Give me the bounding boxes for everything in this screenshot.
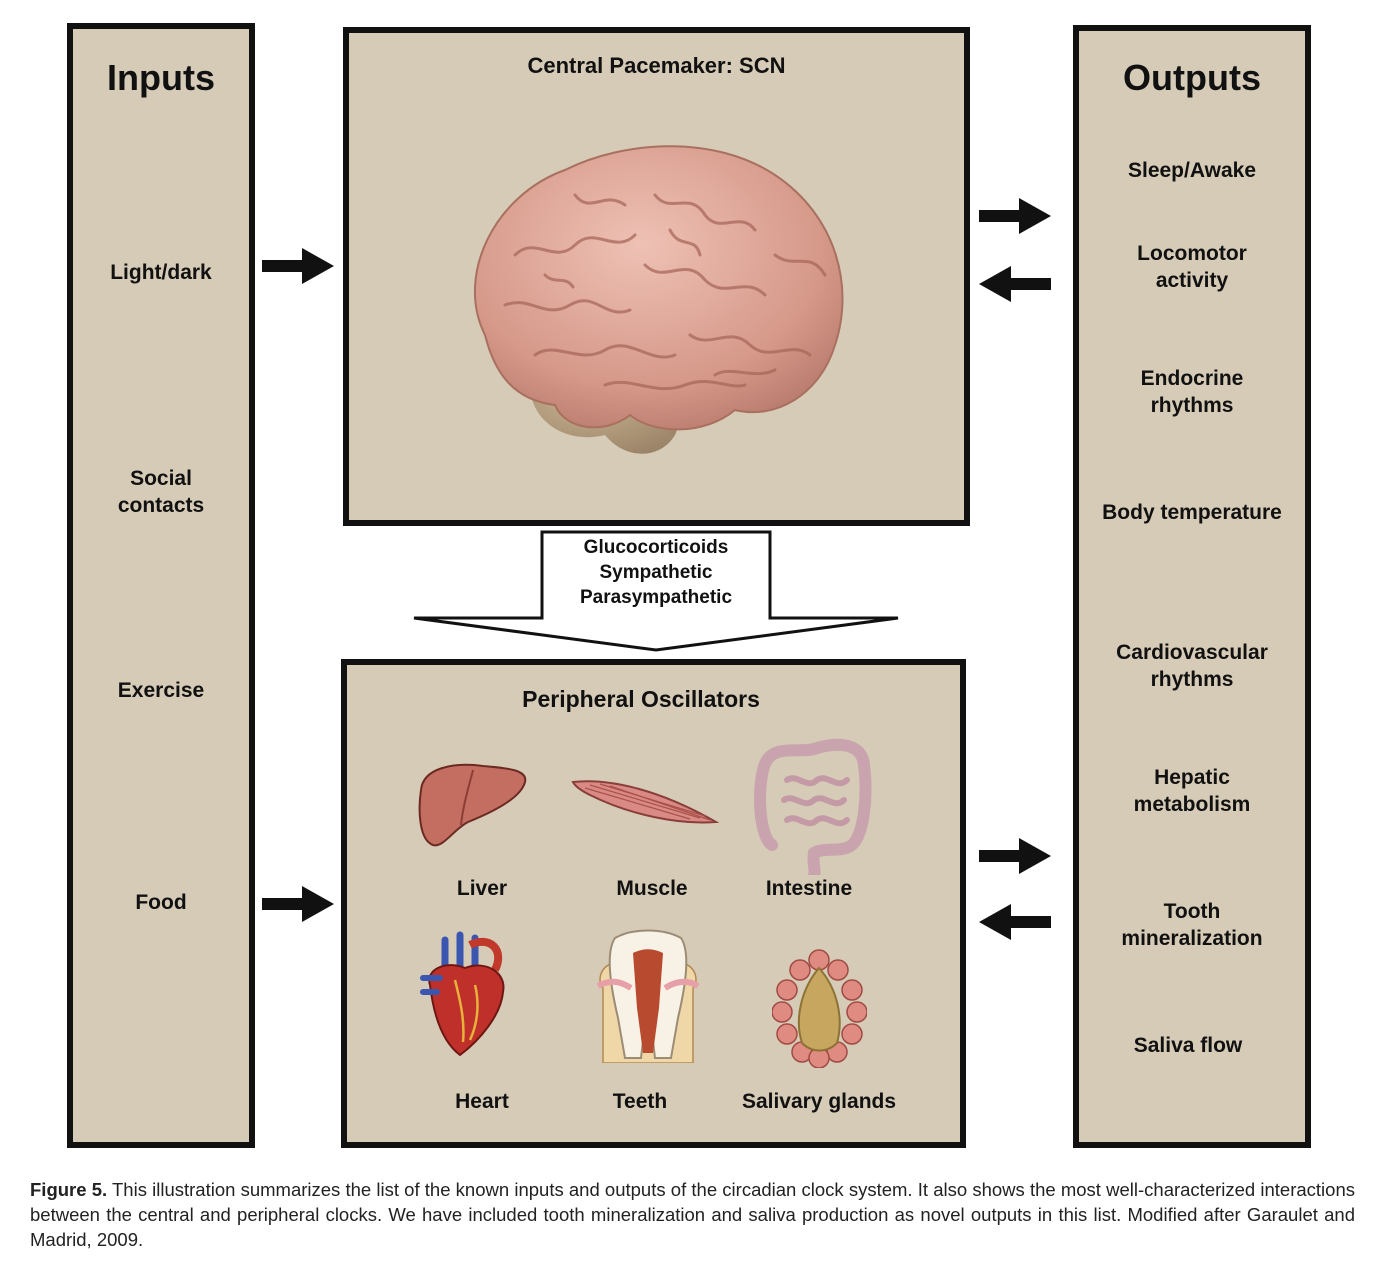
- outputs-to-peripheral-arrow: [979, 904, 1051, 940]
- signal-sympathetic: Sympathetic: [599, 562, 713, 583]
- output-cardiovascular-rhythms: Cardiovascular rhythms: [1116, 641, 1268, 691]
- figure-caption-text: This illustration summarizes the list of…: [30, 1179, 1355, 1250]
- peripheral-to-outputs-arrow: [979, 838, 1051, 874]
- organ-heart-label: Heart: [455, 1090, 509, 1113]
- central-pacemaker-title: Central Pacemaker: SCN: [527, 53, 786, 78]
- outputs-panel: [1073, 25, 1311, 1148]
- organ-intestine-label: Intestine: [765, 877, 853, 900]
- input-food: Food: [135, 891, 187, 914]
- output-hepatic-metabolism: Hepatic metabolism: [1133, 766, 1251, 816]
- figure-caption-label: Figure 5.: [30, 1179, 108, 1200]
- outputs-to-central-arrow: [979, 266, 1051, 302]
- peripheral-oscillators-panel: [341, 659, 966, 1148]
- organ-teeth-label: Teeth: [612, 1090, 668, 1113]
- output-saliva-flow: Saliva flow: [1133, 1034, 1243, 1057]
- output-endocrine-rhythms: Endocrine rhythms: [1140, 367, 1244, 417]
- light-arrow: [262, 248, 334, 284]
- output-sleep-awake: Sleep/Awake: [1127, 159, 1257, 182]
- organ-liver-label: Liver: [456, 877, 508, 900]
- intestine-icon: [754, 738, 872, 875]
- heart-icon: [420, 931, 505, 1057]
- output-locomotor-activity: Locomotor activity: [1137, 242, 1247, 292]
- salivary-gland-icon: [772, 949, 867, 1068]
- liver-icon: [418, 763, 527, 847]
- signals-down-arrow: [413, 530, 899, 652]
- central-to-outputs-arrow: [979, 198, 1051, 234]
- inputs-title: Inputs: [107, 57, 215, 98]
- output-tooth-mineralization: Tooth mineralization: [1121, 900, 1263, 950]
- outputs-title: Outputs: [1123, 57, 1261, 98]
- inputs-panel: [67, 23, 255, 1148]
- organ-muscle-label: Muscle: [616, 877, 688, 900]
- input-social-contacts: Social contacts: [117, 467, 205, 517]
- input-light-dark: Light/dark: [110, 261, 212, 284]
- output-body-temperature: Body temperature: [1102, 501, 1282, 524]
- signal-glucocorticoids: Glucocorticoids: [583, 537, 729, 558]
- peripheral-oscillators-title: Peripheral Oscillators: [522, 686, 760, 712]
- muscle-icon: [571, 780, 720, 824]
- signal-parasympathetic: Parasympathetic: [579, 587, 733, 608]
- organ-salivary-glands-label: Salivary glands: [741, 1090, 897, 1113]
- figure-caption: Figure 5. This illustration summarizes t…: [30, 1177, 1355, 1252]
- input-exercise: Exercise: [117, 679, 205, 702]
- tooth-icon: [596, 929, 700, 1063]
- brain-illustration: [474, 145, 844, 454]
- food-arrow: [262, 886, 334, 922]
